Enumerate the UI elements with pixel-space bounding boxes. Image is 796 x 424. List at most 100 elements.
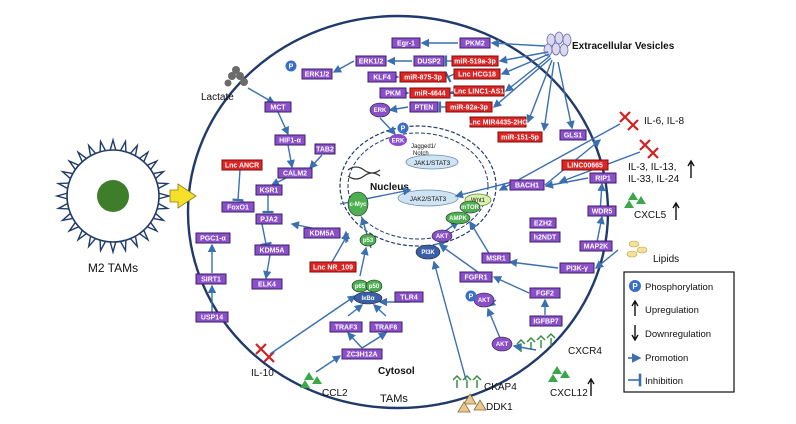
phospho-marker-0: P — [285, 60, 297, 72]
il10-label: IL-10 — [251, 368, 274, 379]
box-label-igfbp7: IGFBP7 — [533, 319, 558, 326]
box-label-sirt1: SIRT1 — [201, 277, 221, 284]
cytokine-il6-icon — [619, 111, 639, 131]
box-label-pja2: PJA2 — [260, 217, 278, 224]
ccl2-label: CCL2 — [322, 388, 348, 399]
phospho-marker-1: P — [397, 122, 409, 134]
legend-phosphorylation: Phosphorylation — [645, 282, 713, 293]
svg-text:P: P — [401, 126, 406, 133]
lactate-icon — [224, 66, 248, 87]
box-linc00665: LINC00665 — [561, 159, 609, 171]
box-msr1: MSR1 — [481, 252, 511, 264]
svg-text:P: P — [289, 64, 294, 71]
il33-label: IL-33, IL-24 — [628, 174, 680, 185]
jagged-label: Jagged1/ — [411, 144, 436, 150]
ccl2-icon — [300, 372, 322, 388]
legend-promotion: Promotion — [645, 353, 688, 364]
box-foxo1: FoxO1 — [221, 201, 255, 213]
protein-p53: p53 — [359, 233, 377, 247]
box-label-hcg18: Lnc HCG18 — [458, 72, 496, 79]
box-hif1a: HIF1-α — [274, 134, 306, 146]
ckap4-label: CKAP4 — [484, 382, 517, 393]
box-label-pi3kg: PI3K-γ — [566, 266, 588, 273]
protein-p50: p50 — [365, 279, 383, 293]
box-nr109: Lnc NR_109 — [309, 261, 357, 273]
cxcl5-icon — [624, 192, 646, 208]
box-bach1: BACH1 — [509, 179, 545, 191]
box-label-mir4644: miR-4644 — [414, 91, 445, 98]
box-label-usp14: USP14 — [201, 315, 223, 322]
box-mir151: miR-151-5p — [497, 131, 543, 143]
wnt1-label: Wnt1 — [471, 198, 486, 204]
protein-akt: AKT — [431, 229, 453, 243]
lactate-label: Lactate — [201, 92, 234, 103]
box-fgf2: FGF2 — [529, 287, 561, 299]
nuclear-erk: ERK — [389, 134, 407, 146]
protein-ampk: AMPK — [445, 211, 471, 225]
box-label-pkm2: PKM2 — [465, 41, 485, 48]
box-traf6: TRAF6 — [369, 321, 403, 333]
box-pja2: PJA2 — [255, 213, 283, 225]
box-pkm: PKM — [379, 87, 407, 99]
cxcr4-label: CXCR4 — [568, 346, 602, 357]
lipids-icon — [626, 240, 648, 258]
ddk1-label: DDK1 — [486, 402, 513, 413]
box-label-tlr4: TLR4 — [400, 295, 418, 302]
protein-erk: ERK — [369, 102, 391, 118]
lipids-label: Lipids — [653, 254, 679, 265]
box-label-zc3h12a: ZC3H12A — [346, 352, 377, 359]
box-calm2: CALM2 — [277, 167, 313, 179]
box-label-mir92: miR-92a-3p — [450, 105, 488, 112]
il10-icon — [255, 343, 275, 363]
protein-label-p53: p53 — [363, 238, 374, 244]
box-label-erk12a: ERK1/2 — [359, 59, 384, 66]
box-tab2: TAB2 — [314, 143, 336, 155]
protein-label-akt_b: AKT — [478, 298, 491, 304]
box-dusp2: DUSP2 — [413, 55, 445, 67]
jak2-stat3-label: JAK2/STAT3 — [410, 196, 447, 203]
box-label-mir4435: Lnc MIR4435-2HG — [468, 120, 528, 127]
box-label-pkm: PKM — [385, 91, 401, 98]
box-kdm5a_a: KDM5A — [303, 227, 341, 239]
box-label-pten: PTEN — [415, 105, 434, 112]
box-label-rip1: RIP1 — [595, 176, 611, 183]
box-mir4644: miR-4644 — [409, 87, 451, 99]
box-erk12b: ERK1/2 — [301, 68, 333, 80]
notch-label: Notch — [413, 151, 429, 157]
ckap4-receptor-icon — [452, 375, 482, 388]
upregulation-arrow-icon — [687, 159, 695, 178]
box-label-kdm5a_b: KDM5A — [260, 248, 285, 255]
protein-label-p50: p50 — [369, 284, 380, 290]
protein-akt_b: AKT — [473, 292, 495, 308]
box-h2ndt: h2NDT — [529, 231, 561, 243]
box-fgfr1: FGFR1 — [459, 271, 493, 283]
ddk1-icon — [457, 393, 487, 413]
box-label-bach1: BACH1 — [515, 183, 539, 190]
box-label-klf4: KLF4 — [373, 75, 391, 82]
box-label-anc: Lnc ANCR — [225, 163, 259, 170]
nucleus-label: Nucleus — [370, 182, 409, 193]
box-label-erk12b: ERK1/2 — [305, 72, 330, 79]
phospho-marker-2: P — [465, 290, 477, 302]
protein-label-akt_c: AKT — [496, 342, 509, 348]
cytokine-il3-icon — [639, 139, 659, 159]
box-kdm5a_b: KDM5A — [254, 244, 290, 256]
box-label-traf3: TRAF3 — [335, 325, 358, 332]
box-klf4: KLF4 — [367, 71, 397, 83]
box-label-map2k: MAP2K — [584, 244, 609, 251]
dna-icon — [347, 166, 381, 180]
box-gls1: GLS1 — [559, 129, 587, 141]
nucleus-inner — [347, 132, 489, 240]
box-mir92: miR-92a-3p — [445, 101, 493, 113]
cxcl12-up-arrow-icon — [587, 377, 595, 396]
box-label-msr1: MSR1 — [486, 256, 506, 263]
box-mir875: miR-875-3p — [399, 71, 447, 83]
m2-tams-label: M2 TAMs — [88, 261, 138, 275]
protein-ikba: IκBα — [353, 291, 383, 305]
protein-label-p65: p65 — [355, 284, 366, 290]
box-ezh2: EZH2 — [529, 217, 557, 229]
box-label-wdr5: WDR5 — [592, 209, 613, 216]
box-label-pgc1a: PGC1-α — [200, 236, 226, 243]
box-rip1: RIP1 — [589, 172, 617, 184]
